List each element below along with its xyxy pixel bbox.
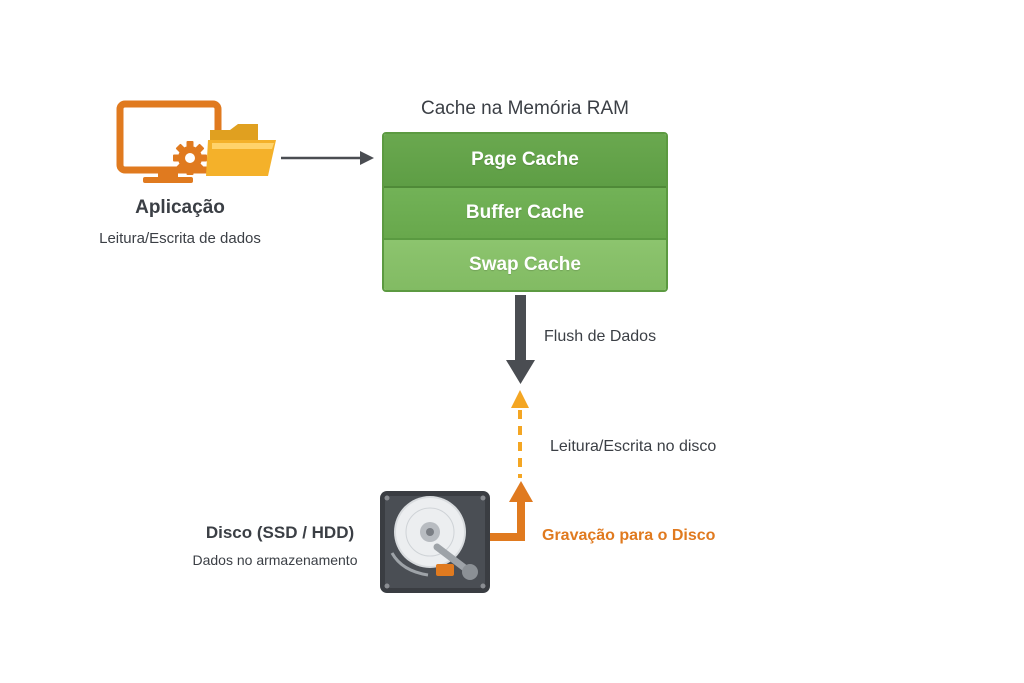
buffer-cache-layer: Buffer Cache xyxy=(384,188,666,240)
disk-title: Disco (SSD / HDD) xyxy=(205,523,355,542)
write-to-disk-label: Gravação para o Disco xyxy=(542,527,716,544)
write-to-disk-arrow xyxy=(487,481,533,541)
flush-label: Flush de Dados xyxy=(544,328,657,345)
folder-icon xyxy=(206,124,276,176)
hard-drive-icon xyxy=(380,491,490,593)
app-to-cache-arrow xyxy=(281,151,374,165)
gear-icon xyxy=(173,141,207,175)
cache-stack: Page Cache Buffer Cache Swap Cache xyxy=(382,132,668,292)
application-title: Aplicação xyxy=(135,197,225,218)
disk-read-write-arrow xyxy=(511,390,529,478)
application-subtitle: Leitura/Escrita de dados xyxy=(99,230,261,247)
page-cache-layer: Page Cache xyxy=(384,134,666,188)
disk-subtitle: Dados no armazenamento xyxy=(192,552,358,568)
monitor-icon xyxy=(116,100,222,183)
flush-arrow xyxy=(506,295,535,384)
swap-cache-layer: Swap Cache xyxy=(384,240,666,290)
cache-title: Cache na Memória RAM xyxy=(420,98,630,119)
disk-read-write-label: Leitura/Escrita no disco xyxy=(550,438,717,455)
